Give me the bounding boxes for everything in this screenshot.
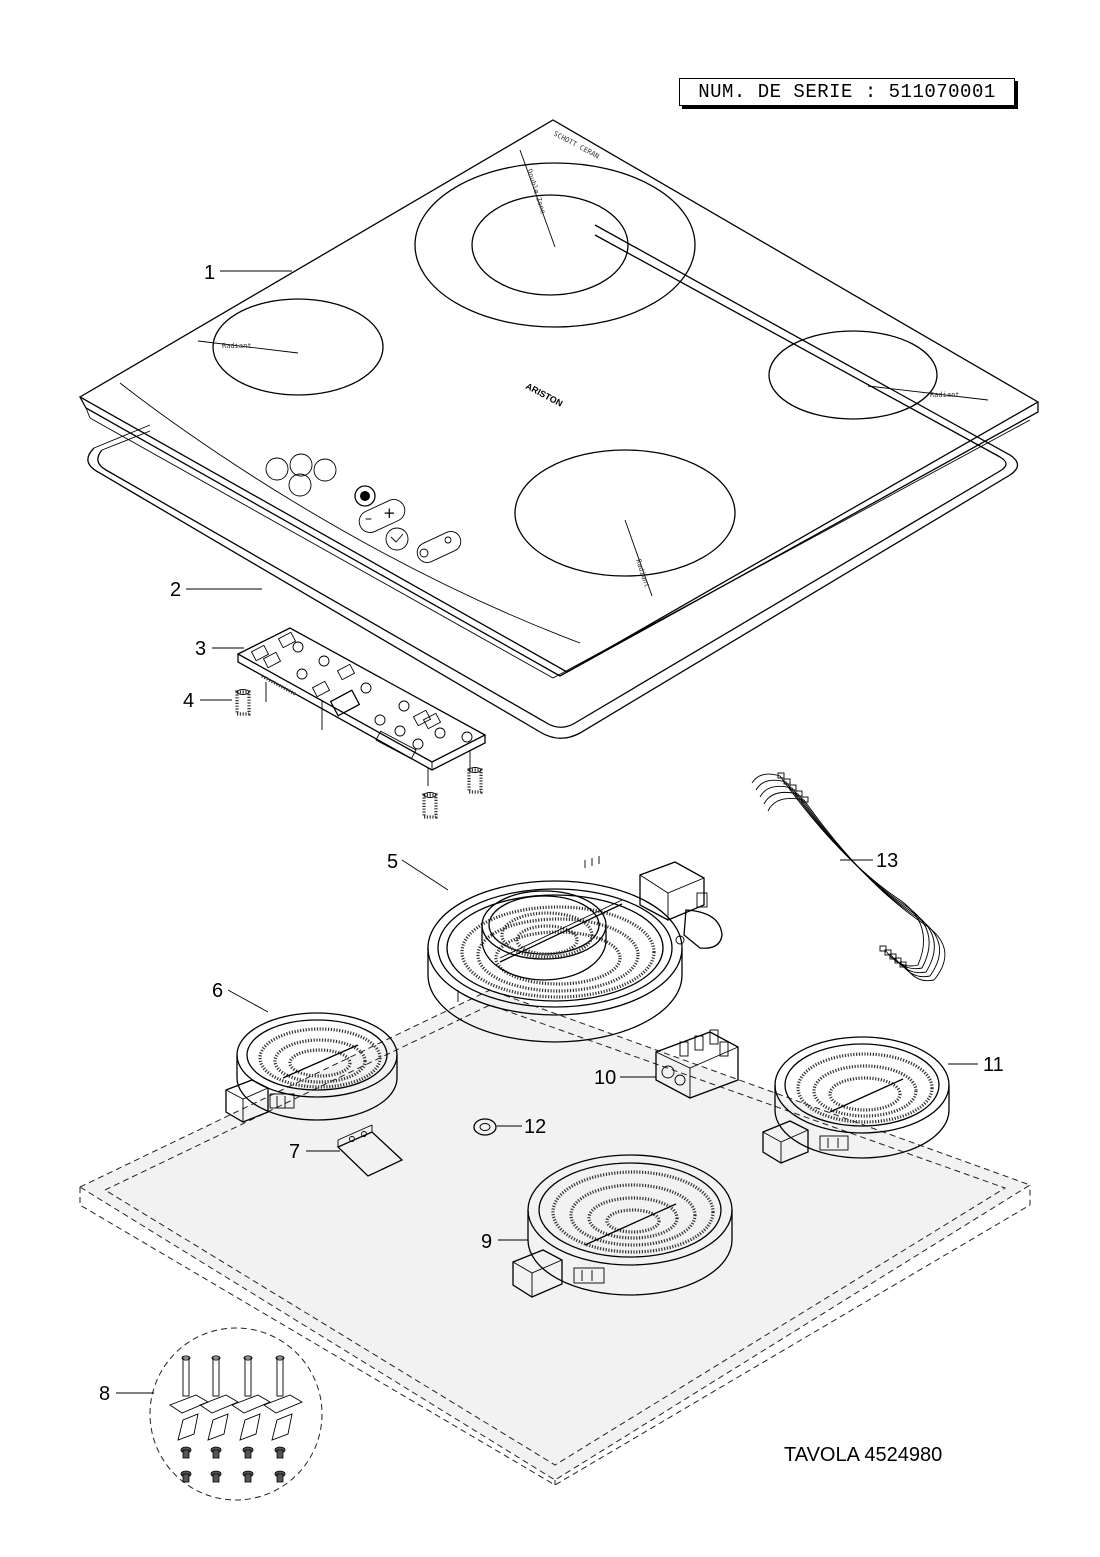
touch-control-panel: – + bbox=[265, 453, 462, 563]
part-11-right-heating-element bbox=[762, 1036, 950, 1164]
ariston-logo: ARISTON bbox=[524, 381, 564, 409]
schott-ceran-logo: SCHOTT CERAN bbox=[552, 130, 600, 161]
part-9-front-heating-element bbox=[512, 1154, 733, 1298]
svg-text:–: – bbox=[365, 511, 372, 527]
base-tray bbox=[79, 989, 1032, 1486]
svg-text:+: + bbox=[383, 504, 396, 522]
part-3-control-board bbox=[236, 627, 487, 786]
part-7-bracket bbox=[336, 1124, 404, 1177]
part-6-left-heating-element bbox=[225, 1012, 398, 1123]
part-2-gasket bbox=[87, 224, 1019, 739]
callout-7: 7 bbox=[289, 1141, 300, 1163]
zone-label-front: Radiant bbox=[634, 558, 651, 589]
part-10-terminal-block bbox=[655, 1029, 739, 1099]
callout-10: 10 bbox=[594, 1067, 616, 1089]
callout-4: 4 bbox=[183, 690, 194, 712]
zone-label-dual: Double Zone bbox=[525, 168, 547, 215]
callout-2: 2 bbox=[170, 579, 181, 601]
callout-11: 11 bbox=[983, 1054, 1004, 1076]
callout-3: 3 bbox=[195, 638, 206, 660]
serial-number-box: NUM. DE SERIE : 511070001 bbox=[679, 78, 1015, 106]
callout-12: 12 bbox=[524, 1116, 546, 1138]
tavola-label: TAVOLA 4524980 bbox=[784, 1444, 943, 1466]
callout-5: 5 bbox=[387, 851, 398, 873]
callout-13: 13 bbox=[876, 850, 898, 872]
part-13-wiring-harness bbox=[751, 772, 946, 982]
callout-9: 9 bbox=[481, 1231, 492, 1253]
callout-6: 6 bbox=[212, 980, 223, 1002]
part-4-springs bbox=[235, 689, 483, 819]
part-12-grommet bbox=[473, 1118, 497, 1136]
zone-label-left: Radiant bbox=[222, 342, 252, 350]
callout-1: 1 bbox=[204, 262, 215, 284]
part-5-dual-heating-element bbox=[427, 856, 723, 1043]
part-8-fixing-kit bbox=[149, 1327, 323, 1501]
zone-label-right: Radiant bbox=[930, 391, 960, 399]
callout-8: 8 bbox=[99, 1383, 110, 1405]
callout-leaders bbox=[116, 270, 978, 1394]
